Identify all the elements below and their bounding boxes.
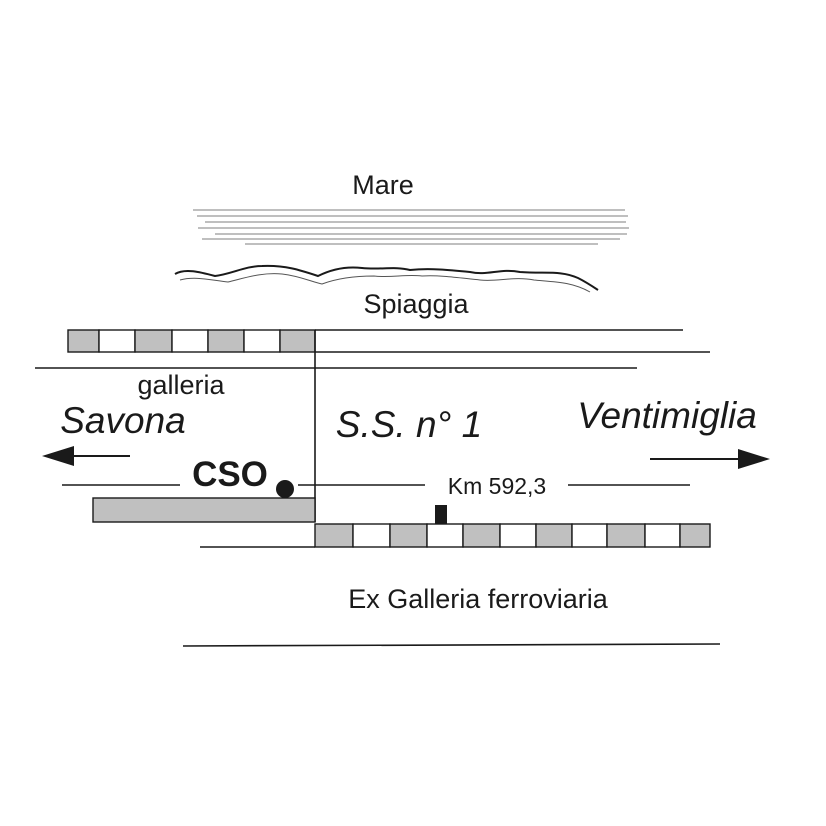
old-tunnel-label: Ex Galleria ferroviaria xyxy=(348,584,609,614)
bottom-line xyxy=(182,643,721,647)
arrow-left-icon xyxy=(42,446,130,466)
kilometer-label: Km 592,3 xyxy=(448,473,546,499)
sea-label: Mare xyxy=(352,170,414,200)
station-dot-icon xyxy=(276,480,294,498)
arrow-right-icon xyxy=(650,449,770,469)
tunnel-label: galleria xyxy=(137,370,225,400)
beach-label: Spiaggia xyxy=(363,289,469,319)
lower-track xyxy=(200,523,711,548)
upper-track xyxy=(67,329,710,353)
road-label: S.S. n° 1 xyxy=(336,404,482,445)
station-code-label: CSO xyxy=(192,455,268,494)
platform xyxy=(92,497,316,523)
shoreline xyxy=(174,264,599,293)
east-city-label: Ventimiglia xyxy=(577,395,757,436)
km-post-icon xyxy=(435,505,447,524)
west-city-label: Savona xyxy=(60,400,186,441)
sea-hatching xyxy=(193,209,629,245)
